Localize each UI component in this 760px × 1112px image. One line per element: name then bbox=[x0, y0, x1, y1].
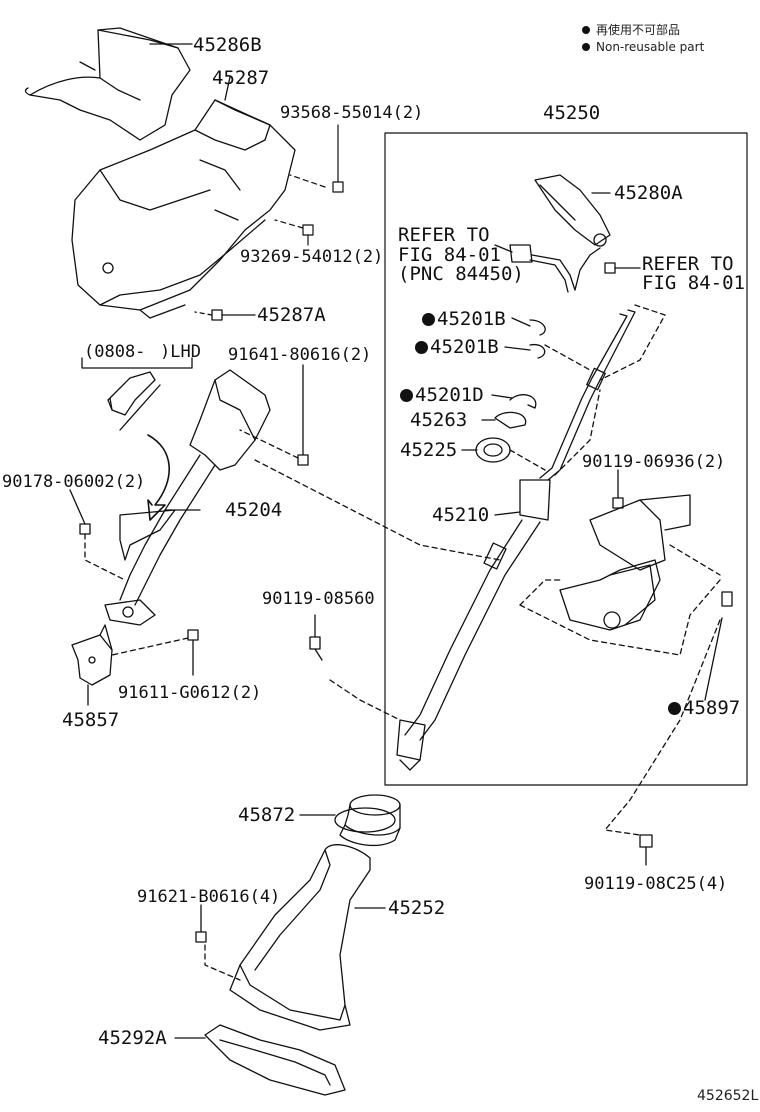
bolt-91641 bbox=[239, 364, 309, 466]
label-45201b-1-text: 45201B bbox=[437, 308, 506, 330]
non-reusable-dot bbox=[668, 702, 681, 715]
cover-45287-drawing bbox=[71, 99, 296, 319]
lhd-note-drawing bbox=[81, 357, 193, 521]
bolt-91621 bbox=[195, 904, 241, 981]
refer-left-line3: (PNC 84450) bbox=[398, 263, 524, 285]
refer-left-line2: FIG 84-01 bbox=[398, 244, 501, 266]
bolt-91611 bbox=[111, 629, 199, 676]
boot-45872-drawing bbox=[334, 794, 401, 847]
label-45286b: 45286B bbox=[193, 34, 262, 56]
cover-45286b-drawing bbox=[24, 27, 191, 141]
label-45287a: 45287A bbox=[257, 304, 326, 326]
bolt-93568 bbox=[289, 124, 344, 193]
label-45872: 45872 bbox=[238, 804, 296, 826]
shaft-45210-drawing bbox=[396, 309, 636, 771]
clip-45201d bbox=[509, 394, 537, 409]
label-45263: 45263 bbox=[410, 409, 468, 431]
label-45250: 45250 bbox=[543, 102, 601, 124]
label-45201d-text: 45201D bbox=[415, 384, 484, 406]
refer-right-line1: REFER TO bbox=[642, 253, 734, 275]
bolt-90119-08c25 bbox=[639, 834, 653, 866]
label-91641: 91641-80616(2) bbox=[228, 345, 372, 365]
legend-dot bbox=[582, 26, 590, 34]
bush-45263 bbox=[494, 411, 527, 429]
label-91611: 91611-G0612(2) bbox=[118, 683, 262, 703]
label-90178: 90178-06002(2) bbox=[2, 472, 146, 492]
bracket-45857-drawing bbox=[71, 624, 113, 706]
column-assembly-drawing bbox=[559, 494, 691, 631]
label-90119-06936: 90119-06936(2) bbox=[582, 452, 726, 472]
variant-note-side: )LHD bbox=[160, 342, 201, 362]
label-90119-08560: 90119-08560 bbox=[262, 589, 375, 609]
diagram-code: 452652L bbox=[697, 1088, 759, 1104]
label-91621: 91621-B0616(4) bbox=[137, 887, 281, 907]
label-45857: 45857 bbox=[62, 709, 120, 731]
refer-left-line1: REFER TO bbox=[398, 224, 490, 246]
clip-45287a bbox=[194, 309, 256, 321]
nut-90178 bbox=[69, 489, 126, 581]
clip-45201b-2 bbox=[529, 343, 546, 359]
label-45201b-1: 45201B bbox=[422, 309, 506, 329]
label-45201b-2-text: 45201B bbox=[430, 336, 499, 358]
legend-dot bbox=[582, 43, 590, 51]
label-93568: 93568-55014(2) bbox=[280, 103, 424, 123]
label-45252: 45252 bbox=[388, 897, 446, 919]
label-45292a: 45292A bbox=[98, 1027, 167, 1049]
label-45204: 45204 bbox=[225, 499, 283, 521]
variant-note-range: (0808- bbox=[84, 342, 146, 362]
legend-item-en: Non-reusable part bbox=[582, 39, 704, 56]
label-45210: 45210 bbox=[432, 504, 490, 526]
label-45897: 45897 bbox=[668, 698, 740, 718]
legend-item-zh: 再使用不可部品 bbox=[582, 22, 704, 39]
bolt-90119-06936 bbox=[612, 469, 624, 509]
cover-45252-drawing bbox=[229, 844, 371, 1031]
refer-right-line2: FIG 84-01 bbox=[642, 272, 745, 294]
legend-text-zh: 再使用不可部品 bbox=[596, 23, 681, 37]
gasket-45292a-drawing bbox=[204, 1024, 346, 1096]
label-45280a: 45280A bbox=[614, 182, 683, 204]
legend: 再使用不可部品 Non-reusable part bbox=[582, 22, 704, 56]
label-45225: 45225 bbox=[400, 439, 458, 461]
label-45201d: 45201D bbox=[400, 385, 484, 405]
label-93269: 93269-54012(2) bbox=[240, 247, 384, 267]
bolt-93269 bbox=[274, 219, 314, 246]
bolt-90119-08560 bbox=[309, 614, 401, 721]
label-45287: 45287 bbox=[212, 67, 270, 89]
group-box-45250 bbox=[384, 132, 748, 786]
part-45280a-drawing bbox=[509, 174, 616, 293]
non-reusable-dot bbox=[415, 341, 428, 354]
seal-45225 bbox=[475, 437, 511, 463]
label-45201b-2: 45201B bbox=[415, 337, 499, 357]
label-90119-08c25: 90119-08C25(4) bbox=[584, 874, 728, 894]
clip-45201b-1 bbox=[529, 319, 546, 336]
non-reusable-dot bbox=[400, 389, 413, 402]
label-45897-text: 45897 bbox=[683, 697, 741, 719]
bolt-45897 bbox=[704, 591, 733, 701]
non-reusable-dot bbox=[422, 313, 435, 326]
legend-text-en: Non-reusable part bbox=[596, 40, 705, 54]
